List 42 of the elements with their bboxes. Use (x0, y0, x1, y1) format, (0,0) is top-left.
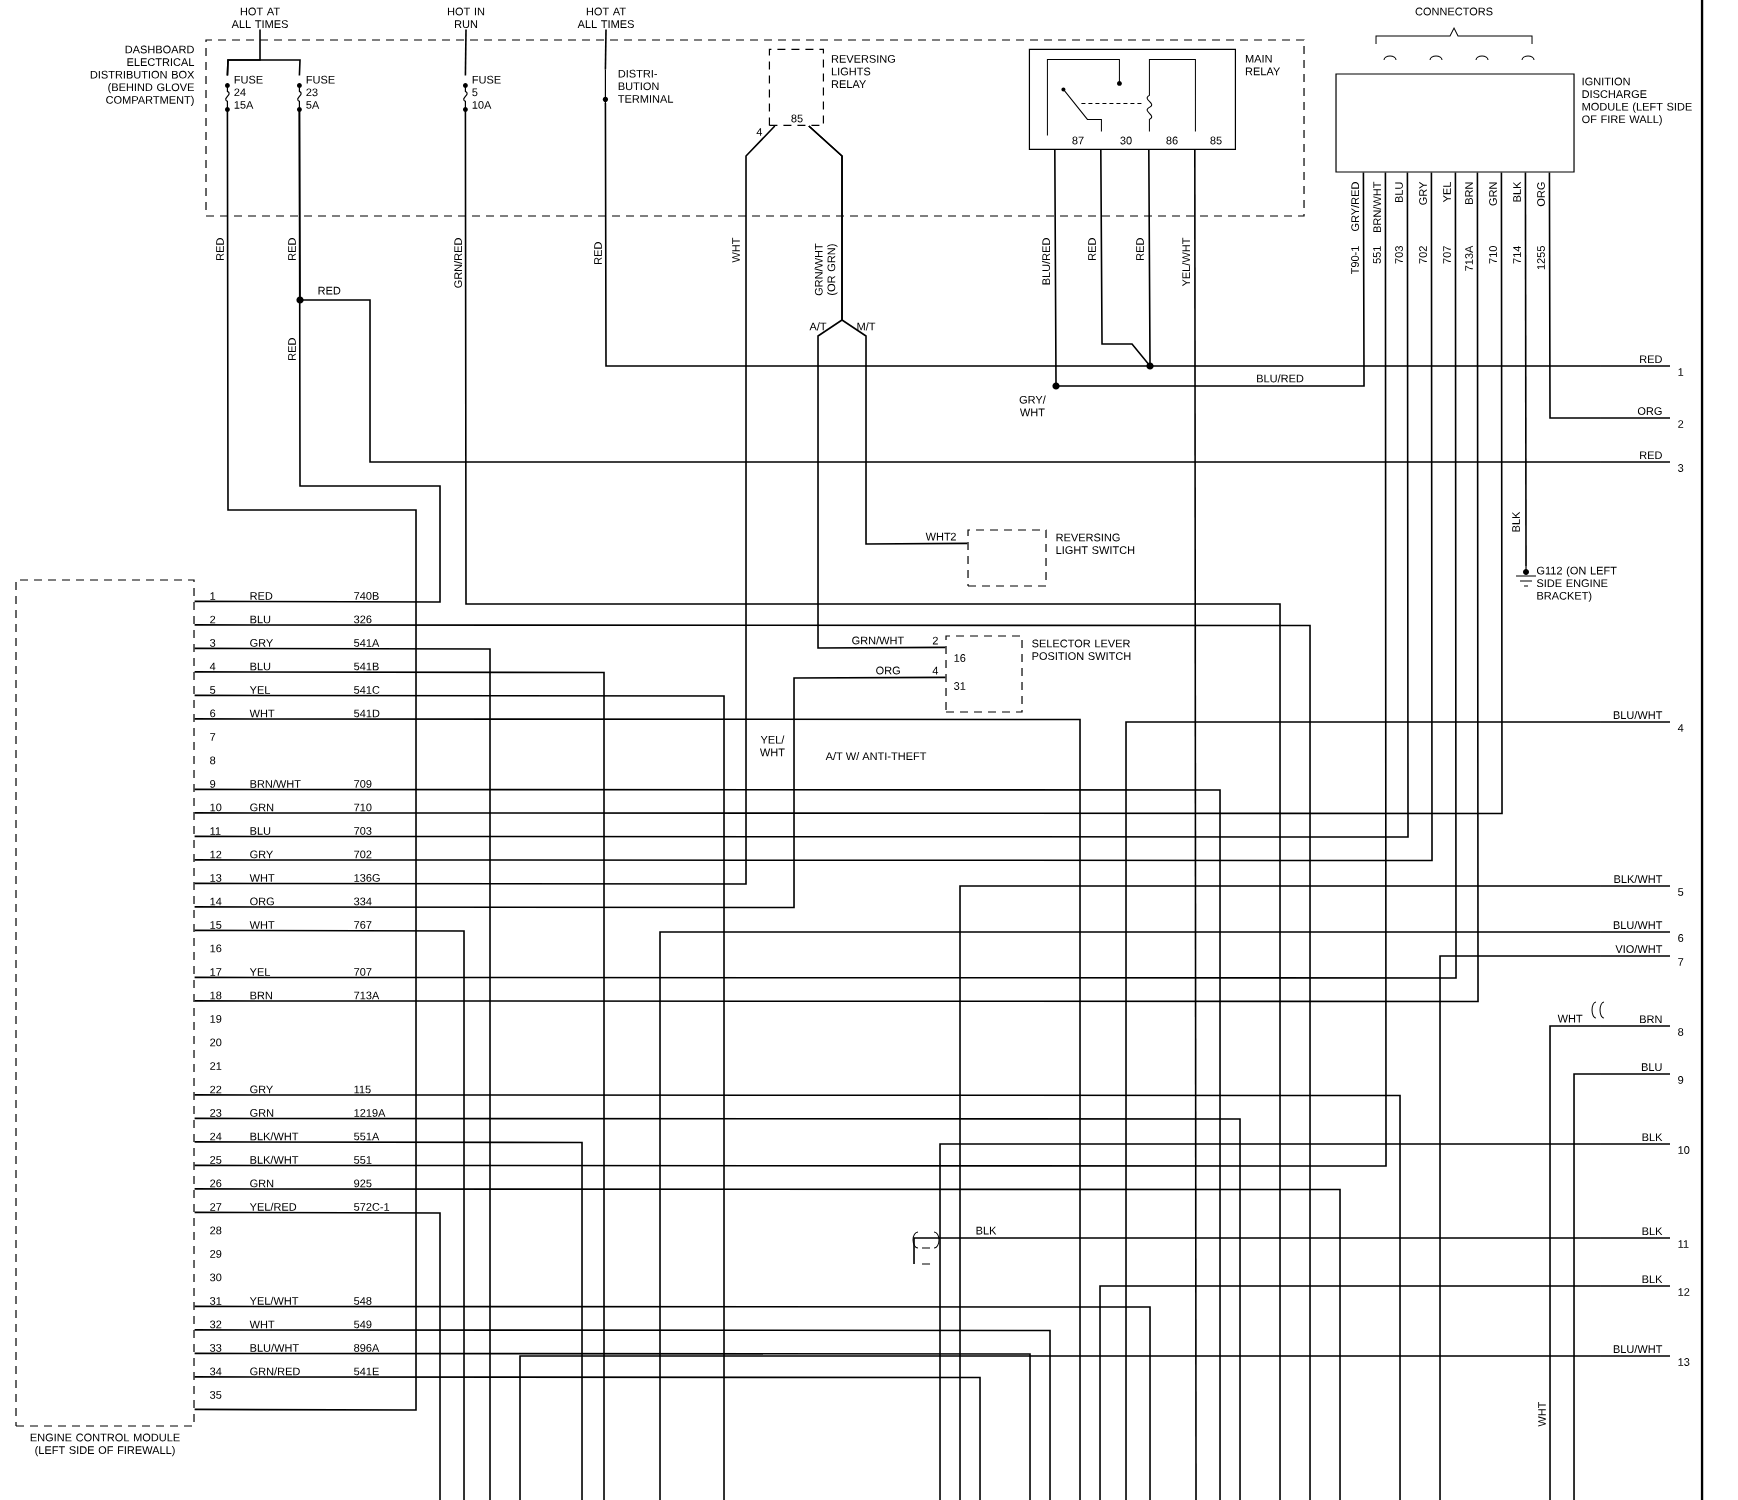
wire (1548, 171, 1601, 419)
wire (193, 788, 1221, 1500)
wire (193, 929, 465, 1500)
wire (193, 108, 417, 1411)
wire (1573, 1073, 1601, 1500)
wire (1100, 149, 1601, 367)
wire (1054, 149, 1365, 387)
wire (1549, 1025, 1601, 1500)
wire (193, 671, 605, 1500)
wire (193, 624, 1311, 1500)
wire (193, 647, 491, 1500)
wire (913, 1237, 1601, 1265)
wire (193, 1305, 1151, 1500)
wire (193, 1211, 441, 1500)
wire (604, 102, 1151, 367)
wire (193, 1376, 981, 1500)
wire (1194, 149, 1197, 1500)
wire (226, 28, 261, 77)
wire (193, 1141, 583, 1500)
wire (1099, 1285, 1601, 1500)
wire (464, 28, 467, 77)
wire (1524, 171, 1527, 567)
wire (808, 125, 969, 545)
wire (193, 1352, 1031, 1500)
wire (519, 1355, 1601, 1500)
wire (193, 1094, 1401, 1500)
wire (193, 676, 947, 909)
wire (1125, 721, 1601, 1500)
wire (604, 28, 607, 71)
wire (1439, 955, 1601, 1500)
wire (298, 108, 1601, 463)
wire (193, 1117, 1241, 1500)
wire (193, 171, 1387, 1167)
wire (193, 1188, 1341, 1500)
wire (939, 1143, 1601, 1500)
wire (659, 931, 1601, 1500)
wire (959, 885, 1601, 1500)
wire (193, 1329, 1051, 1500)
wire (193, 694, 725, 1500)
wire (464, 108, 1281, 1500)
wire (193, 125, 776, 885)
wire (193, 718, 1081, 1500)
